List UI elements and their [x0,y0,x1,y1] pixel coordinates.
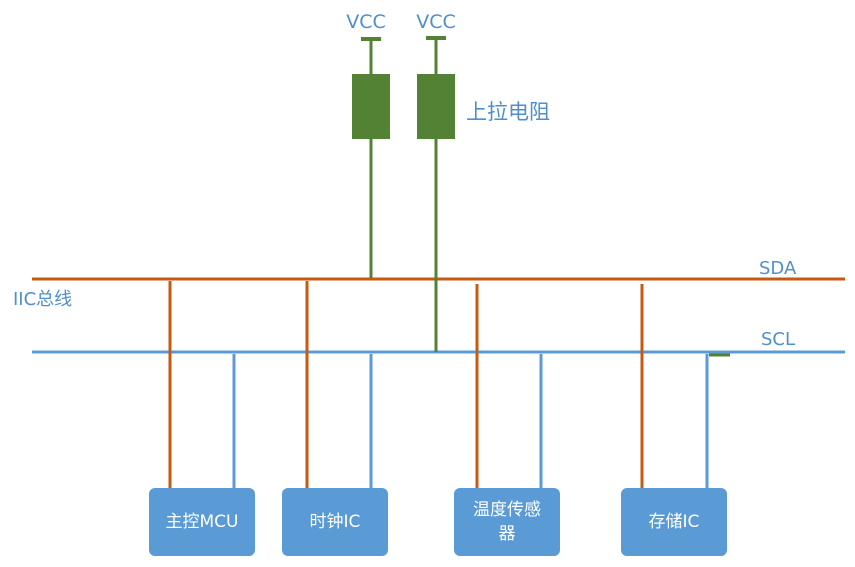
device-main-mcu: 主控MCU [149,488,255,556]
device-storage-ic: 存储IC [621,488,727,556]
bus-label: IIC总线 [13,289,72,310]
pullup-resistor-right [417,74,455,139]
device-clock-ic: 时钟IC [282,488,388,556]
vcc-right-label: VCC [416,11,456,33]
sda-label: SDA [759,258,797,279]
device-temperature-sensor: 温度传感器 [454,488,560,556]
pullup-resistor-left [352,74,390,139]
scl-label: SCL [761,329,795,350]
pullup-label: 上拉电阻 [466,100,550,124]
vcc-left-label: VCC [346,11,386,33]
